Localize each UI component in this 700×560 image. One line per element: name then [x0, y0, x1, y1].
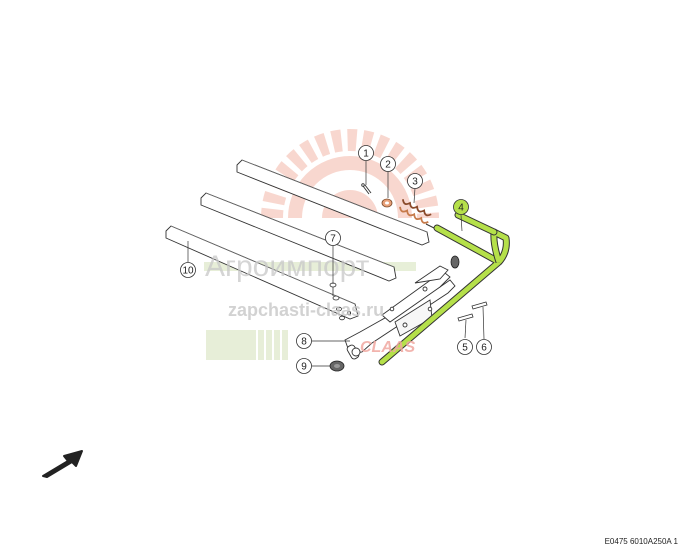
- pin-part-5: [457, 313, 474, 322]
- callout-5: 5: [457, 339, 473, 355]
- blade-middle: [200, 192, 397, 282]
- callout-3: 3: [407, 173, 423, 189]
- pin-part-6: [471, 301, 488, 310]
- callout-5-label: 5: [462, 343, 468, 354]
- callout-1: 1: [358, 145, 374, 161]
- rod-part-4: [378, 211, 510, 366]
- callout-6-label: 6: [481, 343, 487, 354]
- washer-part-2: [381, 198, 393, 208]
- callout-4: 4: [453, 199, 469, 215]
- callout-1-label: 1: [363, 149, 369, 160]
- callout-2-label: 2: [385, 160, 391, 171]
- callout-7: 7: [325, 230, 341, 246]
- leader-lines: [187, 161, 485, 367]
- callout-9: 9: [296, 358, 312, 374]
- blade-bottom: [165, 225, 359, 320]
- direction-arrow-icon: [42, 450, 83, 478]
- callout-8-label: 8: [301, 337, 307, 348]
- bushing-part-8: [351, 347, 361, 357]
- callout-7-label: 7: [330, 234, 336, 245]
- watermark-brand-text: CLAAS: [360, 339, 415, 356]
- callout-3-label: 3: [412, 177, 418, 188]
- watermark-main-text: Агроимпорт: [205, 250, 370, 283]
- callout-10: 10: [180, 262, 196, 278]
- blade-top: [236, 159, 430, 246]
- callout-10-label: 10: [182, 266, 194, 277]
- callout-8: 8: [296, 333, 312, 349]
- callout-2: 2: [380, 156, 396, 172]
- hardware-part-7: [329, 282, 345, 321]
- watermark-url-text: zapchasti-claas.ru: [228, 300, 384, 320]
- callout-6: 6: [476, 339, 492, 355]
- callout-4-label: 4: [458, 203, 464, 214]
- reference-code: E0475 6010A250A 1: [604, 537, 678, 546]
- watermark-bars: [204, 262, 416, 360]
- pin-part-1: [361, 183, 372, 195]
- nut-part-9: [329, 360, 345, 372]
- watermark-text: Агроимпорт zapchasti-claas.ru CLAAS: [205, 250, 415, 356]
- knob-top: [450, 255, 460, 269]
- callout-9-label: 9: [301, 362, 307, 373]
